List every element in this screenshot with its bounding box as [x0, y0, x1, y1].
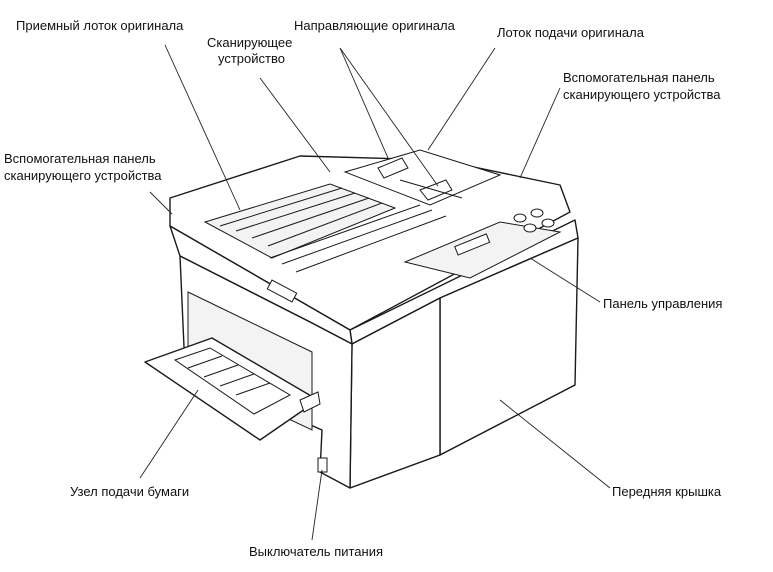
original-feed-tray-shape	[343, 149, 502, 206]
leader-guides-b	[339, 47, 439, 187]
scanner-strip	[269, 204, 447, 273]
control-button	[541, 218, 555, 228]
leader-feed-tray	[427, 47, 496, 151]
output-tray-shape	[203, 183, 397, 259]
label-power-switch: Выключатель питания	[249, 544, 383, 559]
control-button	[523, 223, 537, 233]
label-paper-feed: Узел подачи бумаги	[70, 484, 189, 499]
leader-guides-a	[339, 47, 389, 159]
control-panel-shape	[403, 221, 562, 279]
label-front-cover: Передняя крышка	[612, 484, 722, 499]
leader-lines	[139, 44, 611, 541]
control-button	[530, 208, 544, 218]
label-feed-tray: Лоток подачи оригинала	[497, 25, 645, 40]
printer-drawing	[144, 149, 579, 489]
control-button	[513, 213, 527, 223]
label-control-panel: Панель управления	[603, 296, 722, 311]
leader-aux-right	[519, 87, 561, 179]
control-display	[454, 233, 491, 256]
leader-scanner	[259, 77, 331, 173]
label-aux-right-line2: сканирующего устройства	[563, 87, 721, 102]
label-aux-right-line1: Вспомогательная панель	[563, 70, 715, 85]
leader-power-switch	[311, 469, 323, 541]
leader-control-panel	[529, 257, 601, 303]
label-guides: Направляющие оригинала	[294, 18, 456, 33]
power-switch-shape	[317, 457, 328, 473]
label-aux-left-line1: Вспомогательная панель	[4, 151, 156, 166]
label-scanner-line1: Сканирующее	[207, 35, 292, 50]
leader-paper-feed	[139, 389, 199, 479]
left-side-slot	[266, 279, 298, 303]
label-scanner-line2: устройство	[218, 51, 285, 66]
label-aux-left-line2: сканирующего устройства	[4, 168, 162, 183]
labels: Приемный лоток оригинала Сканирующее уст…	[4, 18, 722, 559]
label-output-tray: Приемный лоток оригинала	[16, 18, 184, 33]
leader-output-tray	[164, 44, 241, 211]
leader-aux-left	[149, 191, 173, 215]
leader-front-cover	[499, 399, 611, 489]
